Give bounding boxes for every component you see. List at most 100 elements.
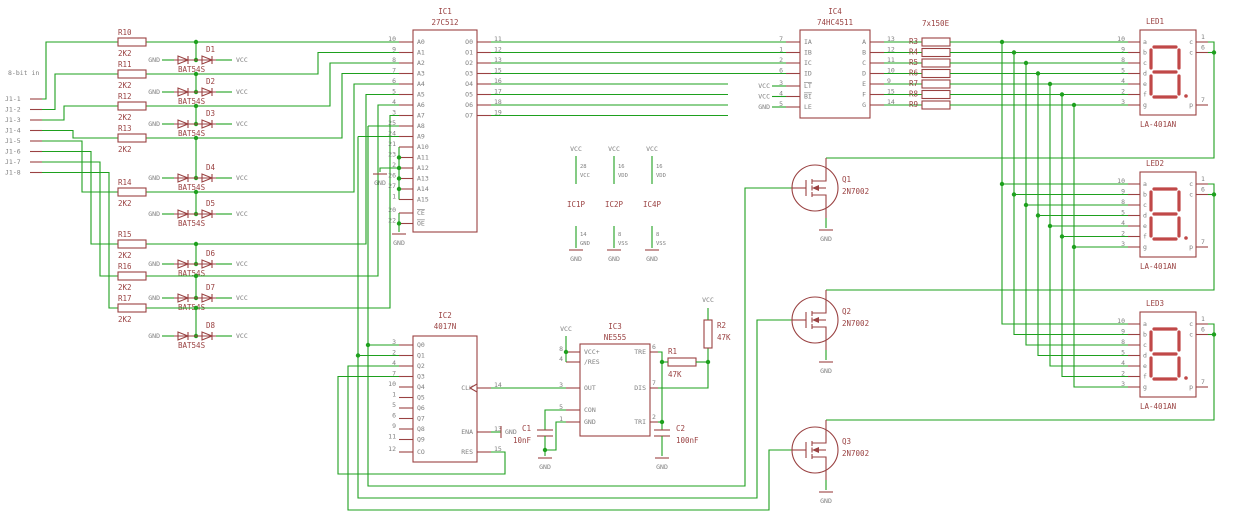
power_pins-0-bottom_pin_name: GND: [580, 241, 590, 247]
junction-dot: [396, 155, 402, 160]
display_pins-left-0-n: 10: [1117, 317, 1125, 325]
input_resistors-4-name: R14: [118, 178, 132, 187]
ic1-right_pins-1-l: O1: [465, 49, 473, 57]
wire: [545, 421, 566, 451]
ic1-left_pins-6-l: A6: [417, 101, 425, 109]
ic3-body: [579, 343, 651, 437]
junction-dot: [193, 241, 199, 247]
ic4-left_pins-1-l: IB: [804, 49, 812, 57]
gnd-label: GND: [148, 260, 160, 268]
ic3-right_pins-1-n: 7: [652, 379, 656, 387]
display_pins-left-1-n: 9: [1121, 46, 1125, 54]
rnet-resistor: [921, 37, 951, 47]
ic2-left_pins-8-n: 9: [392, 422, 396, 430]
wire: [658, 348, 709, 389]
display_pins-left-3-l: d: [1143, 212, 1147, 220]
junction-dot: [1011, 192, 1017, 197]
wire: [42, 73, 118, 111]
ic1-left_pins-8-n: 25: [388, 119, 396, 127]
input_resistors-5-value: 2K2: [118, 251, 132, 260]
mosfets-0-name: Q1: [842, 175, 851, 184]
display_pins-left-3-n: 5: [1121, 209, 1125, 217]
ic1-name: IC1: [438, 7, 452, 16]
ic2-value: 4017N: [434, 322, 457, 331]
wire: [1037, 73, 1128, 357]
vcc-label: VCC: [236, 56, 248, 64]
timer_rc-r1-value: 47K: [668, 370, 682, 379]
mosfet-source: [812, 326, 827, 350]
display_pins-right-1-n: 6: [1201, 44, 1205, 52]
display_pins-dp-n: 7: [1201, 238, 1205, 246]
power_pins-2-name: IC4P: [643, 200, 662, 209]
ic1-left_pins-17-l: OE: [417, 220, 425, 228]
wire: [826, 323, 1215, 421]
ic1-left_pins-11-n: 23: [388, 151, 396, 159]
input_resistors-0-name: R10: [118, 28, 132, 37]
mosfets-0-value: 2N7002: [842, 187, 869, 196]
ic1-left_pins-0-n: 10: [388, 35, 396, 43]
ic1-left_pins-7-n: 3: [392, 109, 396, 117]
wire: [146, 104, 399, 277]
wire: [1061, 94, 1128, 378]
ic4-left_pins-6-n: 5: [779, 100, 783, 108]
display_pins-left-4-n: 4: [1121, 77, 1125, 85]
ic1-left_pins-8-l: A8: [417, 122, 425, 130]
connector-pin-label: J1-2: [5, 106, 21, 114]
ic1-left_pins-16-n: 20: [388, 206, 396, 214]
input_resistors-5-name: R15: [118, 230, 132, 239]
wire: [42, 129, 118, 139]
input_resistors-2-value: 2K2: [118, 113, 132, 122]
rnet-names-3: R6: [909, 69, 919, 78]
ic2-left_pins-2-n: 4: [392, 359, 396, 367]
input_resistors-2-name: R12: [118, 92, 132, 101]
ic1-left_pins-14-n: 27: [388, 182, 396, 190]
rnet-names-2: R5: [909, 58, 918, 67]
ic2-left_pins-5-n: 1: [392, 391, 396, 399]
junction-dot: [193, 189, 199, 195]
ic1-left_pins-1-n: 9: [392, 46, 396, 54]
display_pins-dp-n: 7: [1201, 96, 1205, 104]
ic1-left_pins-6-n: 4: [392, 98, 396, 106]
gnd-label: GND: [505, 428, 517, 436]
ic2-left_pins-4-n: 10: [388, 380, 396, 388]
ic1-body: [412, 29, 478, 233]
ic3-right_pins-2-l: TRI: [634, 418, 646, 426]
diode-triangle: [201, 119, 214, 129]
input_resistors-6-value: 2K2: [118, 283, 132, 292]
display_pins-left-2-l: c: [1143, 201, 1147, 209]
ic1-right_pins-1-n: 12: [494, 46, 502, 54]
clamp_diodes-1-name: D2: [206, 77, 215, 86]
ic3-right_pins-0-n: 6: [652, 343, 656, 351]
ic4-right_pins-4-l: E: [862, 80, 866, 88]
resistor-symbol: [117, 69, 147, 79]
display_pins-right-1-l: c: [1189, 49, 1193, 57]
mosfets-2-value: 2N7002: [842, 449, 869, 458]
display_pins-left-6-l: g: [1143, 243, 1147, 251]
ic3-left_pins-1-n: 4: [559, 355, 563, 363]
ic4-right_pins-6-l: G: [862, 101, 866, 109]
gnd-label: GND: [148, 332, 160, 340]
junction-dot: [705, 359, 711, 365]
ic2-left_pins-2-l: Q2: [417, 362, 425, 370]
junction-dot: [999, 39, 1005, 45]
wire: [1013, 52, 1128, 336]
ic4-name: IC4: [828, 7, 842, 16]
junction-dot: [1023, 202, 1029, 208]
junction-dot: [193, 273, 199, 279]
display_pins-left-4-n: 4: [1121, 359, 1125, 367]
display_pins-left-5-n: 2: [1121, 230, 1125, 238]
displays-2-value: LA-401AN: [1140, 402, 1176, 411]
gnd-label: GND: [539, 463, 551, 471]
ic1-left_pins-7-l: A7: [417, 112, 425, 120]
ic3-name: IC3: [608, 322, 622, 331]
ic3-left_pins-0-n: 8: [559, 345, 563, 353]
display_pins-right-0-n: 1: [1201, 33, 1205, 41]
input_resistors-3-name: R13: [118, 124, 132, 133]
timer_rc-r1-name: R1: [668, 347, 677, 356]
diode-triangle: [201, 331, 214, 341]
connector-pin-label: J1-8: [5, 169, 21, 177]
ic1-right_pins-7-n: 19: [494, 109, 502, 117]
diode-triangle: [201, 293, 214, 303]
ic2-right_pins-0-n: 14: [494, 381, 502, 389]
wire: [826, 41, 1215, 159]
